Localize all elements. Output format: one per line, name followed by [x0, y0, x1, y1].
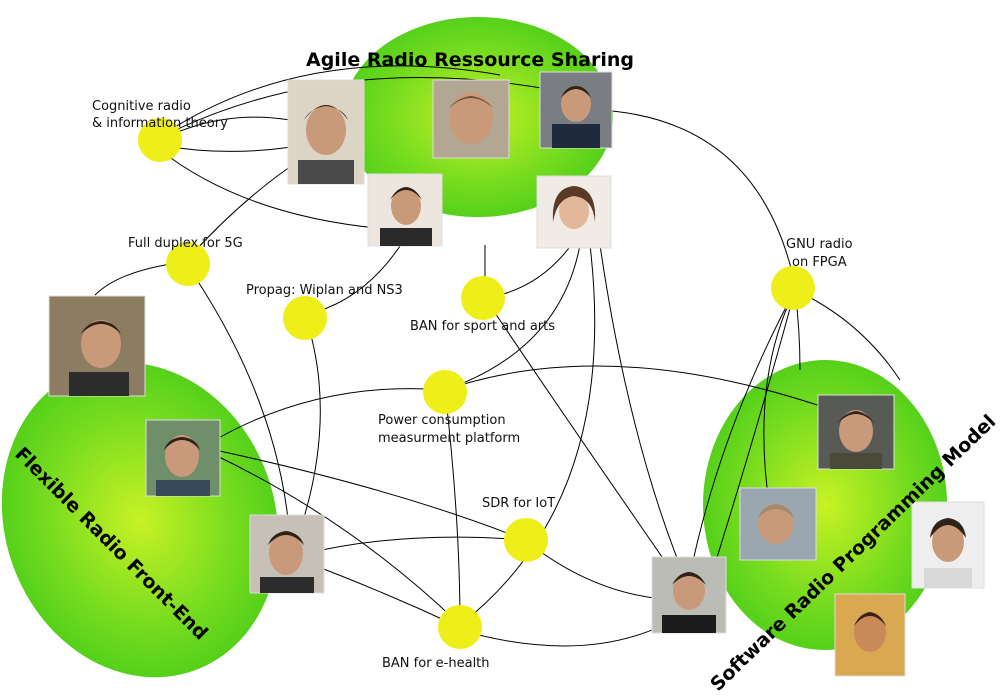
- topic-label-propag: Propag: Wiplan and NS3: [246, 283, 403, 298]
- photo: [145, 419, 221, 497]
- edge: [214, 449, 526, 541]
- topic-dots: [138, 118, 815, 649]
- topic-label-cognitive: Cognitive radio: [92, 99, 191, 114]
- photo: [367, 173, 443, 247]
- photo: [536, 175, 612, 249]
- topic-dot-ban-health: [438, 605, 482, 649]
- edge: [214, 454, 456, 621]
- topic-label-fullduplex: Full duplex for 5G: [128, 236, 243, 251]
- edge: [184, 261, 291, 541]
- photo: [432, 79, 510, 159]
- topic-dot-gnu: [771, 266, 815, 310]
- edge: [214, 388, 446, 441]
- topic-label-ban-sport: BAN for sport and arts: [410, 319, 555, 334]
- edge: [154, 65, 501, 141]
- photo: [651, 556, 727, 634]
- edge: [444, 389, 461, 626]
- topic-label-cognitive: & information theory: [92, 116, 228, 131]
- photo: [249, 514, 325, 594]
- edge: [294, 314, 321, 546]
- photo: [539, 71, 613, 149]
- topic-dot-ban-sport: [461, 276, 505, 320]
- group-title-agile: Agile Radio Ressource Sharing: [306, 49, 634, 71]
- edge: [763, 289, 796, 511]
- photo: [817, 394, 895, 470]
- photo: [48, 295, 146, 397]
- topic-label-gnu: on FPGA: [792, 255, 847, 270]
- photo: [834, 593, 906, 677]
- edge: [299, 536, 526, 556]
- edge: [709, 289, 796, 581]
- edge: [599, 244, 691, 591]
- photo: [739, 487, 817, 561]
- group-blob-flexible: [1, 362, 279, 678]
- edge: [689, 289, 796, 576]
- topic-dot-power: [423, 370, 467, 414]
- photo: [287, 79, 365, 185]
- edge: [459, 244, 596, 626]
- topic-dot-propag: [283, 296, 327, 340]
- topic-label-gnu: GNU radio: [786, 237, 853, 252]
- topic-dot-sdr-iot: [504, 518, 548, 562]
- topic-label-power: Power consumption: [378, 413, 506, 428]
- edge: [599, 109, 796, 286]
- topic-label-sdr-iot: SDR for IoT: [482, 496, 555, 511]
- topic-dot-cognitive: [138, 118, 182, 162]
- topic-label-ban-health: BAN for e-health: [382, 656, 490, 671]
- topic-dot-fullduplex: [166, 242, 210, 286]
- topic-label-power: measurment platform: [378, 431, 520, 446]
- edge: [444, 244, 581, 391]
- edge: [444, 365, 861, 421]
- edge: [484, 297, 686, 591]
- photo: [911, 501, 985, 589]
- edge: [159, 149, 401, 231]
